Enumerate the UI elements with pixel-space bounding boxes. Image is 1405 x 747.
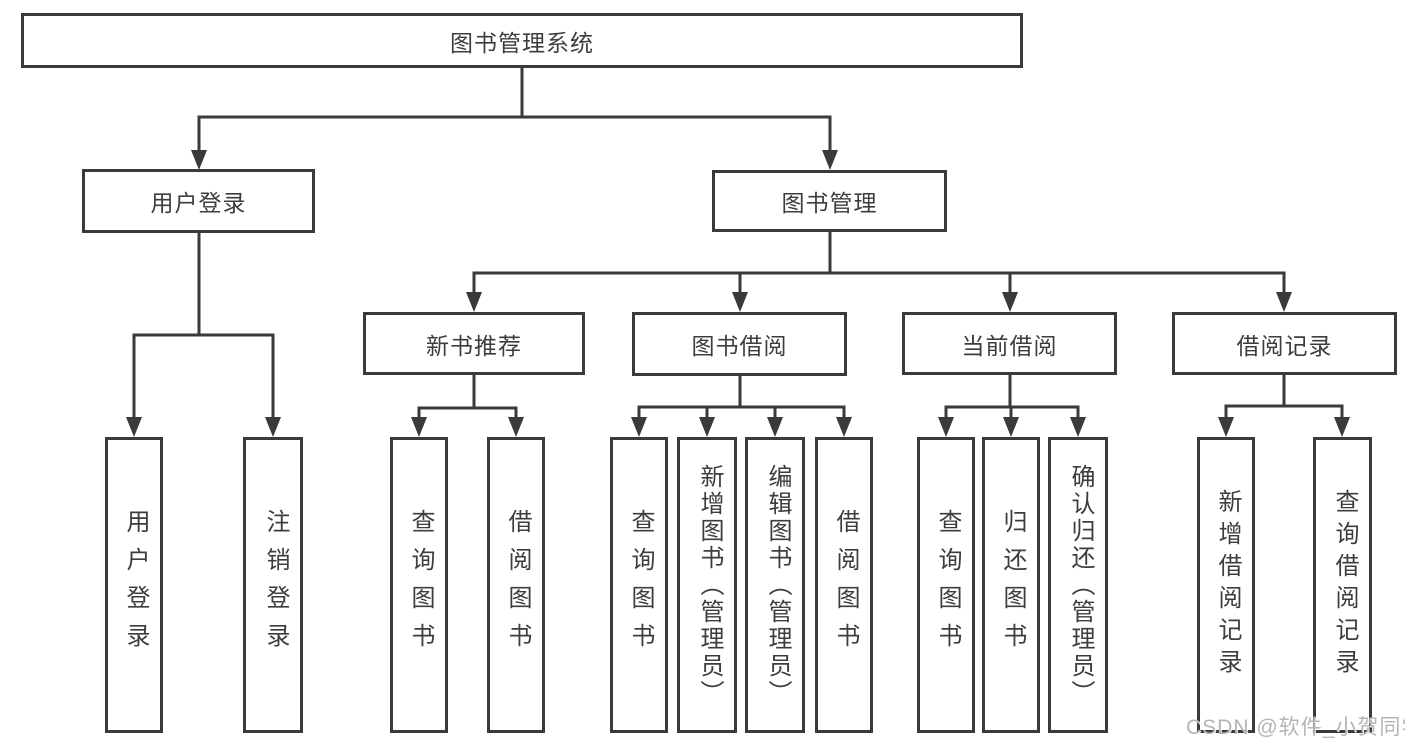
arrowhead-icon — [1276, 292, 1292, 312]
node-book-management: 图书管理 — [712, 170, 947, 232]
leaf-query-books-recommend: 查询图书 — [390, 437, 448, 733]
leaf-borrow-books-borrowing: 借阅图书 — [815, 437, 873, 733]
node-label: 借阅记录 — [1236, 332, 1333, 359]
node-current-borrowing: 当前借阅 — [902, 312, 1117, 375]
node-label: 当前借阅 — [961, 332, 1058, 359]
node-label: 用户登录 — [150, 190, 247, 216]
arrowhead-icon — [466, 292, 482, 312]
node-label: 图书借阅 — [691, 333, 788, 359]
arrowhead-icon — [411, 417, 427, 437]
arrowhead-icon — [265, 417, 281, 437]
leaf-query-books-borrowing: 查询图书 — [610, 437, 668, 733]
arrowhead-icon — [767, 417, 783, 437]
node-user-login: 用户登录 — [82, 169, 315, 233]
leaf-user-login: 用户登录 — [105, 437, 163, 733]
arrowhead-icon — [1334, 417, 1350, 437]
node-new-book-recommendation: 新书推荐 — [363, 312, 585, 375]
arrowhead-icon — [126, 417, 142, 437]
leaf-edit-books-admin: 编辑图书（管理员） — [745, 437, 805, 733]
leaf-confirm-return-admin: 确认归还（管理员） — [1048, 437, 1108, 733]
arrowhead-icon — [1002, 292, 1018, 312]
arrowhead-icon — [732, 292, 748, 312]
node-label: 新书推荐 — [426, 332, 522, 359]
arrowhead-icon — [699, 417, 715, 437]
arrowhead-icon — [1218, 417, 1234, 437]
arrowhead-icon — [822, 150, 838, 170]
node-book-borrowing: 图书借阅 — [632, 312, 847, 376]
leaf-add-books-admin: 新增图书（管理员） — [677, 437, 737, 733]
leaf-logout: 注销登录 — [243, 437, 303, 733]
leaf-return-books: 归还图书 — [982, 437, 1040, 733]
leaf-borrow-books-recommend: 借阅图书 — [487, 437, 545, 733]
csdn-watermark: CSDN @软件_小贺同学 — [1186, 716, 1405, 739]
arrowhead-icon — [508, 417, 524, 437]
arrowhead-icon — [191, 150, 207, 170]
leaf-query-books-current: 查询图书 — [917, 437, 975, 733]
node-borrowing-records: 借阅记录 — [1172, 312, 1397, 375]
connector-lines — [132, 66, 1344, 422]
node-label: 图书管理 — [781, 190, 878, 216]
arrowhead-icon — [1070, 417, 1086, 437]
node-label: 图书管理系统 — [450, 29, 594, 56]
leaf-query-borrow-record: 查询借阅记录 — [1313, 437, 1372, 733]
arrowhead-icon — [1003, 417, 1019, 437]
node-book-management-system: 图书管理系统 — [21, 13, 1023, 68]
arrowhead-icon — [938, 417, 954, 437]
arrowheads — [126, 150, 1350, 437]
leaf-add-borrow-record: 新增借阅记录 — [1197, 437, 1255, 733]
arrowhead-icon — [631, 417, 647, 437]
arrowhead-icon — [836, 417, 852, 437]
